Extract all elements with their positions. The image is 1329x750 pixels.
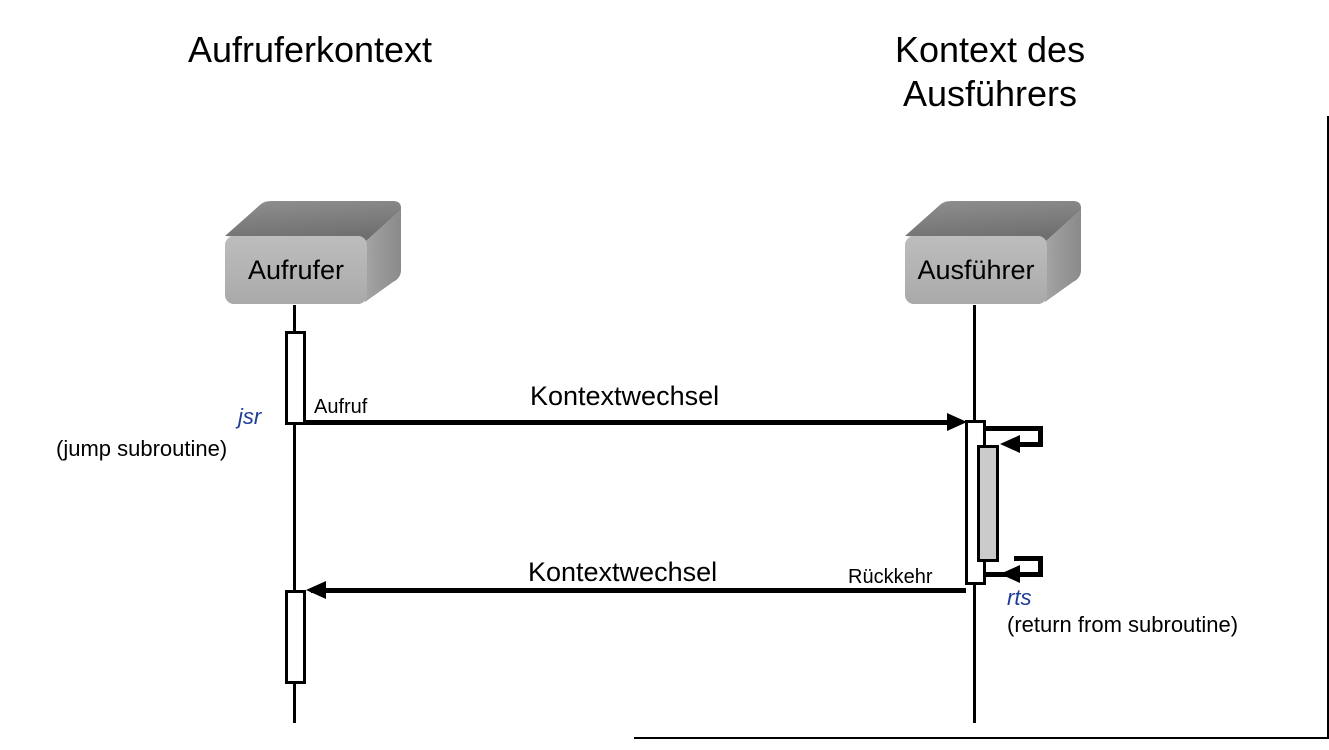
participant-box-callee[interactable]: Ausführer — [895, 198, 1090, 308]
column-title-caller: Aufruferkontext — [187, 29, 433, 70]
column-title-callee: Kontext des Ausführers — [894, 29, 1086, 114]
activation-bar-callee-inner — [977, 445, 999, 562]
annotation-expansion-rts: (return from subroutine) — [1007, 612, 1239, 637]
message-arrow-call-head — [947, 413, 967, 431]
message-arrow-return-head — [306, 581, 326, 599]
slide-frame-right-rule — [1327, 116, 1329, 738]
message-label-call-secondary: Aufruf — [314, 396, 368, 418]
participant-box-caller-shape — [225, 201, 401, 304]
participant-box-callee-shape — [905, 201, 1081, 304]
lifeline-caller — [293, 305, 296, 723]
message-label-return-primary: Kontextwechsel — [528, 557, 718, 587]
participant-label-caller: Aufrufer — [247, 254, 345, 285]
activation-bar-caller-bottom — [285, 590, 306, 684]
annotation-mnemonic-jsr: jsr — [238, 404, 262, 429]
participant-box-caller[interactable]: Aufrufer — [215, 198, 410, 308]
self-call-hook-bottom-head — [1000, 565, 1020, 583]
message-label-return-secondary: Rückkehr — [848, 566, 933, 588]
message-arrow-return-line — [311, 588, 966, 593]
message-label-call-primary: Kontextwechsel — [530, 381, 720, 411]
self-call-hook-top-head — [1000, 435, 1020, 453]
activation-bar-caller-top — [285, 331, 306, 425]
message-arrow-call-line — [306, 420, 952, 425]
slide-frame-bottom-rule — [634, 737, 1329, 739]
self-call-hook-top — [986, 426, 1046, 453]
annotation-mnemonic-rts: rts — [1007, 585, 1032, 610]
annotation-expansion-jsr: (jump subroutine) — [56, 436, 228, 461]
participant-label-callee: Ausführer — [917, 254, 1035, 285]
self-call-hook-bottom — [986, 556, 1046, 583]
